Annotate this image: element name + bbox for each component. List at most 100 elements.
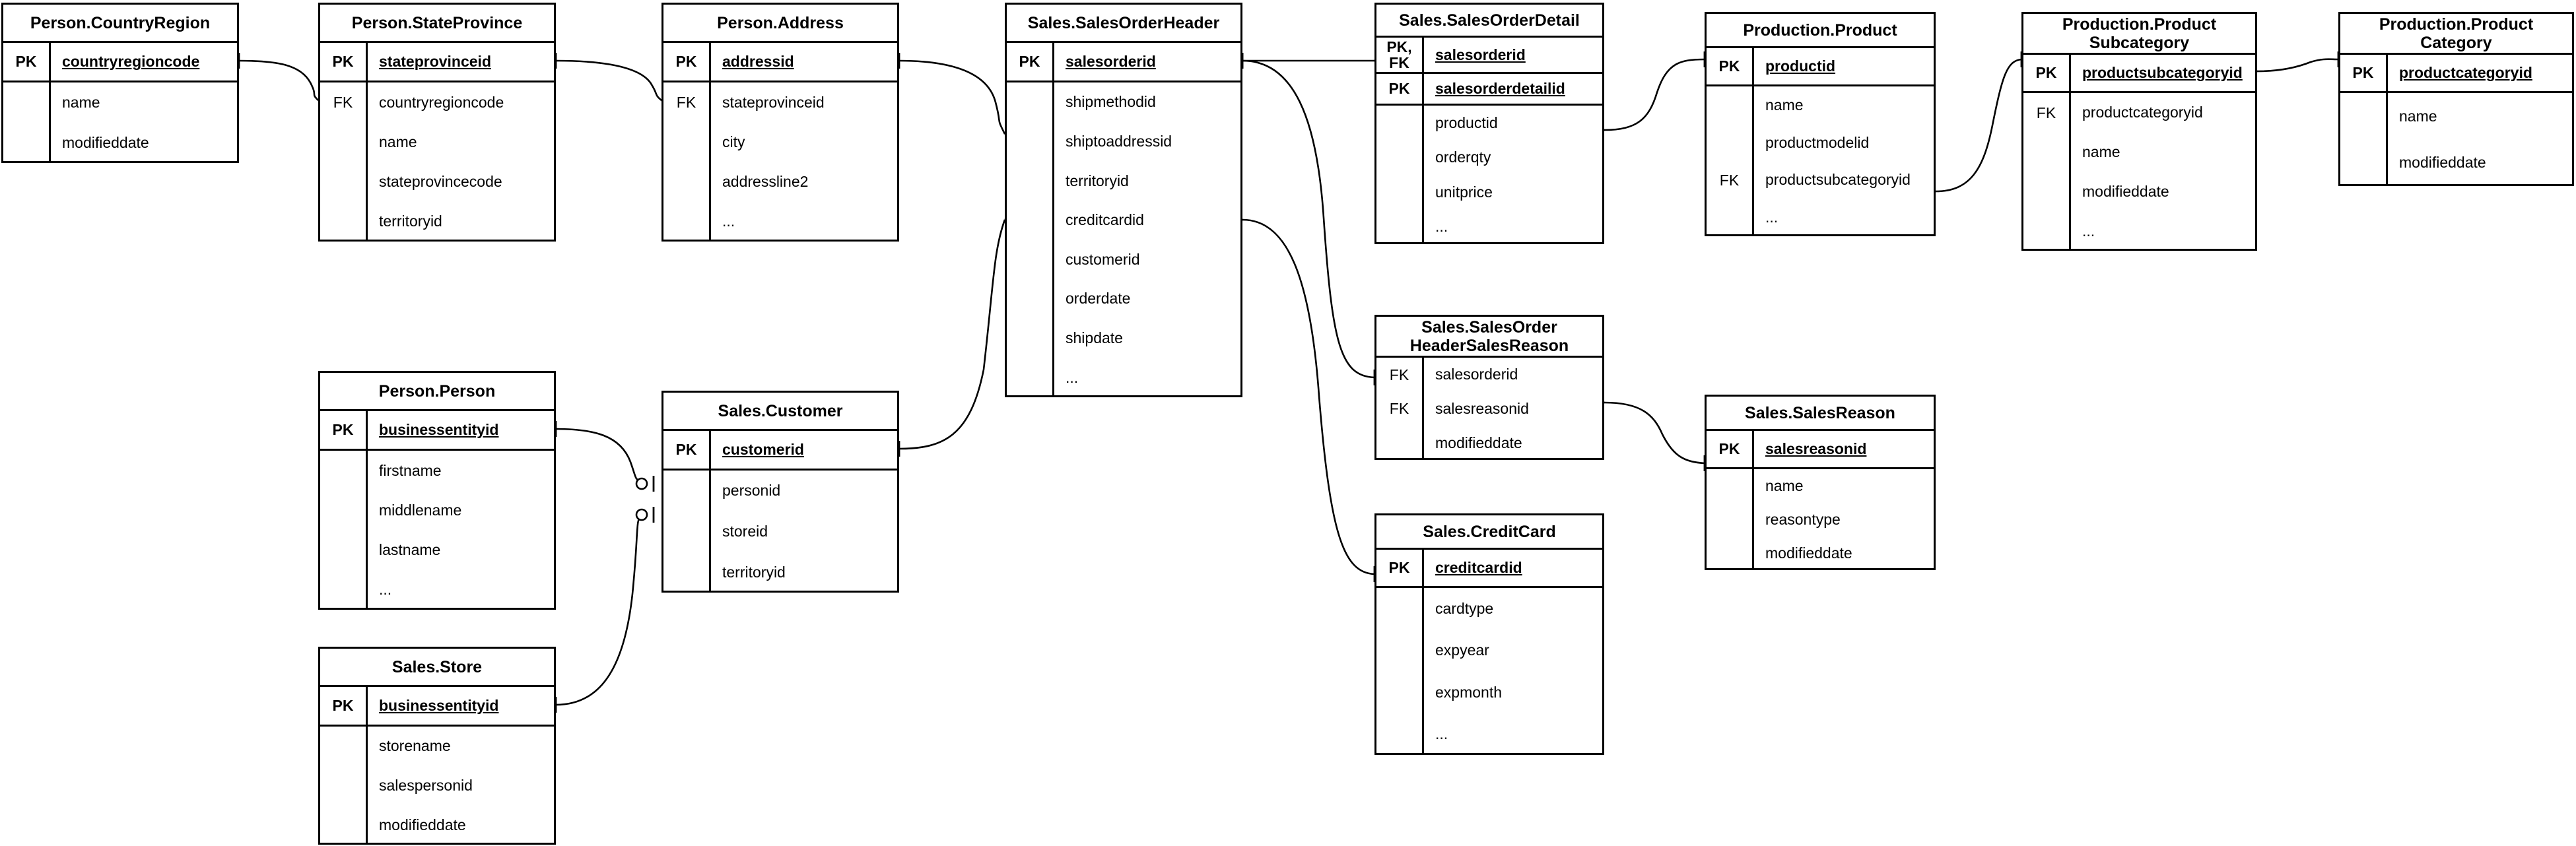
key-marker-cell bbox=[1707, 469, 1754, 570]
attribute-name[interactable]: stateprovincecode bbox=[379, 173, 502, 191]
key-marker: FK bbox=[1389, 366, 1409, 383]
attribute-name[interactable]: reasontype bbox=[1765, 511, 1841, 528]
attribute-name[interactable]: modifieddate bbox=[2082, 182, 2169, 200]
key-marker: FK bbox=[2036, 104, 2056, 121]
attribute-name[interactable]: orderdate bbox=[1066, 290, 1131, 308]
entity-title: Person.Address bbox=[663, 5, 897, 43]
attribute-name[interactable]: creditcardid bbox=[1435, 559, 1522, 576]
attribute-name[interactable]: orderqty bbox=[1435, 148, 1491, 166]
attribute-group: PK addressid bbox=[663, 43, 897, 82]
key-marker-cell bbox=[1376, 106, 1424, 244]
attribute-name[interactable]: businessentityid bbox=[379, 421, 499, 438]
attribute-name[interactable]: name bbox=[1765, 96, 1804, 114]
attribute-name[interactable]: modifieddate bbox=[379, 816, 466, 833]
attribute-name[interactable]: salesreasonid bbox=[1435, 400, 1529, 417]
attribute-name[interactable]: countryregioncode bbox=[379, 93, 504, 111]
attribute-name[interactable]: ... bbox=[2082, 222, 2095, 240]
attribute-name[interactable]: productid bbox=[1765, 57, 1836, 75]
attribute-name[interactable]: productmodelid bbox=[1765, 133, 1870, 151]
connector-rel-salesorderheader-creditcard bbox=[1229, 211, 1376, 582]
attribute-group: name reasontype modifieddate bbox=[1707, 469, 1934, 570]
attribute-name[interactable]: modifieddate bbox=[1765, 544, 1852, 562]
attribute-name[interactable]: salesorderdetailid bbox=[1435, 80, 1565, 97]
attribute-name[interactable]: productsubcategoryid bbox=[2082, 64, 2243, 81]
attribute-name[interactable]: shipdate bbox=[1066, 329, 1123, 347]
attribute-name[interactable]: ... bbox=[1066, 368, 1079, 386]
attribute-name[interactable]: city bbox=[722, 133, 745, 150]
attribute-name[interactable]: name bbox=[1765, 477, 1804, 494]
attribute-name[interactable]: addressline2 bbox=[722, 173, 809, 191]
attribute-name[interactable]: ... bbox=[722, 212, 735, 230]
attribute-name[interactable]: ... bbox=[379, 581, 392, 599]
attribute-name[interactable]: name bbox=[379, 133, 417, 150]
attribute-name[interactable]: territoryid bbox=[379, 212, 442, 230]
attribute-rows: salesorderid bbox=[1424, 38, 1602, 72]
attribute-name[interactable]: unitprice bbox=[1435, 183, 1493, 201]
attribute-name[interactable]: name bbox=[62, 94, 100, 111]
attribute-name[interactable]: ... bbox=[1435, 725, 1448, 742]
attribute-name[interactable]: firstname bbox=[379, 461, 442, 479]
attribute-name[interactable]: lastname bbox=[379, 541, 441, 559]
attribute-name[interactable]: shipmethodid bbox=[1066, 93, 1156, 111]
attribute-name[interactable]: salespersonid bbox=[379, 777, 473, 794]
attribute-name[interactable]: modifieddate bbox=[62, 134, 149, 151]
attribute-name[interactable]: personid bbox=[722, 482, 781, 500]
attribute-rows: productid orderqty unitprice... bbox=[1424, 106, 1602, 244]
attribute-name[interactable]: salesorderid bbox=[1435, 366, 1518, 383]
attribute-name[interactable]: storename bbox=[379, 737, 451, 755]
attribute-name[interactable]: businessentityid bbox=[379, 697, 499, 714]
attribute-name[interactable]: ... bbox=[1435, 218, 1448, 236]
attribute-name[interactable]: name bbox=[2399, 107, 2437, 125]
entity-title: Person.StateProvince bbox=[320, 5, 554, 43]
attribute-name[interactable]: expyear bbox=[1435, 641, 1489, 659]
attribute-name[interactable]: name bbox=[2082, 143, 2120, 161]
attribute-name[interactable]: countryregioncode bbox=[62, 53, 200, 70]
attribute-name[interactable]: territoryid bbox=[722, 563, 786, 581]
attribute-name[interactable]: creditcardid bbox=[1066, 211, 1144, 229]
attribute-name[interactable]: salesorderid bbox=[1066, 53, 1156, 70]
entity-title: Person.Person bbox=[320, 373, 554, 411]
attribute-name[interactable]: productid bbox=[1435, 114, 1498, 131]
attribute-name[interactable]: ... bbox=[1765, 209, 1779, 226]
attribute-rows: productsubcategoryid bbox=[2071, 55, 2255, 91]
attribute-name[interactable]: shiptoaddressid bbox=[1066, 132, 1172, 150]
attribute-name[interactable]: expmonth bbox=[1435, 683, 1503, 701]
attribute-name[interactable]: stateprovinceid bbox=[722, 93, 825, 111]
key-marker-cell: PK bbox=[663, 43, 711, 81]
attribute-name[interactable]: territoryid bbox=[1066, 172, 1129, 189]
attribute-name[interactable]: customerid bbox=[722, 441, 804, 458]
attribute-name[interactable]: salesorderid bbox=[1435, 46, 1526, 63]
attribute-name[interactable]: productsubcategoryid bbox=[1765, 171, 1911, 189]
attribute-name[interactable]: storeid bbox=[722, 523, 768, 540]
attribute-group: firstname middlename lastname... bbox=[320, 451, 554, 610]
attribute-name[interactable]: stateprovinceid bbox=[379, 53, 491, 70]
attribute-name[interactable]: productcategoryid bbox=[2399, 64, 2532, 81]
attribute-name[interactable]: middlename bbox=[379, 501, 462, 519]
entity-title: Person.CountryRegion bbox=[3, 5, 237, 43]
attribute-name[interactable]: salesreasonid bbox=[1765, 440, 1867, 457]
attribute-name[interactable]: addressid bbox=[722, 53, 794, 70]
attribute-name[interactable]: modifieddate bbox=[1435, 434, 1522, 451]
attribute-name[interactable]: productcategoryid bbox=[2082, 104, 2203, 121]
key-marker-cell: PK bbox=[1376, 74, 1424, 104]
attribute-name[interactable]: modifieddate bbox=[2399, 154, 2486, 172]
attribute-rows: personid storeid territoryid bbox=[711, 471, 897, 593]
attribute-name[interactable]: customerid bbox=[1066, 250, 1140, 268]
attribute-name[interactable]: cardtype bbox=[1435, 600, 1494, 618]
